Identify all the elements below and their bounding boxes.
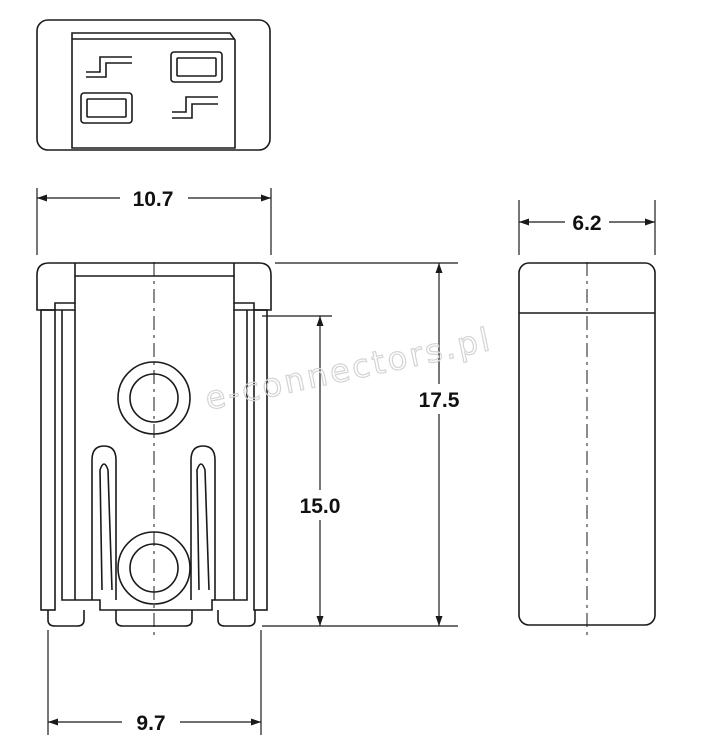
- dim-depth-side: 6.2: [572, 212, 601, 235]
- dim-height-blade: 15.0: [300, 495, 341, 518]
- terminal-slot-bottom-right: [172, 96, 218, 119]
- terminal-square-bottom-left: [80, 92, 133, 124]
- terminal-square-top-right: [170, 51, 223, 83]
- dim-height-total: 17.5: [419, 389, 460, 412]
- terminal-slot-top-left: [86, 56, 132, 78]
- side-view: [518, 262, 656, 640]
- dimension-lines: [36, 188, 656, 735]
- dimension-labels: 10.7 6.2 17.5 15.0 9.7: [133, 188, 602, 735]
- top-view: [36, 19, 271, 151]
- dim-width-bottom: 9.7: [136, 712, 165, 735]
- dim-width-top: 10.7: [133, 188, 174, 211]
- front-view: [36, 262, 272, 640]
